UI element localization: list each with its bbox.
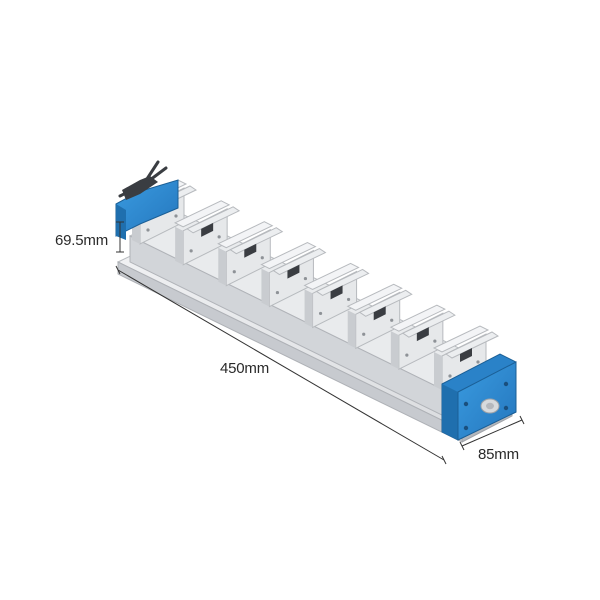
dimension-length (115, 265, 447, 465)
height-dimension-label: 69.5mm (55, 232, 108, 249)
length-dimension-label: 450mm (220, 360, 270, 377)
right-end-block (441, 353, 517, 441)
shaft-end (480, 398, 500, 414)
dimension-height (116, 221, 124, 253)
clamp-station (432, 325, 500, 391)
clamp-station (217, 221, 284, 287)
clamp-station (346, 283, 413, 350)
clamp-station (303, 262, 370, 329)
dimension-width (459, 415, 525, 451)
crank-handle (118, 160, 168, 200)
width-dimension-label: 85mm (478, 446, 519, 463)
clamp-station (174, 200, 241, 266)
